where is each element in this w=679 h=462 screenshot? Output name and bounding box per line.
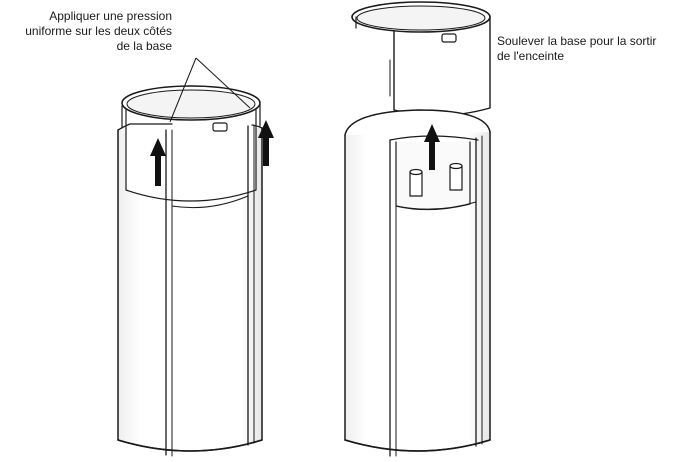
right-arrow-1 bbox=[424, 124, 440, 170]
left-shell-right-edge bbox=[251, 124, 263, 129]
right-annotation-line-1: Soulever la base pour la sortir bbox=[497, 34, 657, 48]
left-annotation-line-3: de la base bbox=[116, 39, 172, 53]
left-latch-tab bbox=[212, 122, 228, 132]
right-shell-bottom bbox=[344, 439, 491, 452]
left-leader-b bbox=[195, 57, 251, 109]
left-arrow-1 bbox=[150, 138, 166, 186]
right-annotation: Soulever la base pour la sortir de l'enc… bbox=[497, 34, 656, 64]
right-lifted-latch bbox=[441, 33, 457, 43]
left-arrow-2 bbox=[258, 120, 274, 166]
left-push-arrows bbox=[150, 120, 274, 186]
right-enclosure bbox=[344, 1, 491, 457]
left-base-rim-inner bbox=[126, 89, 256, 119]
left-annotation-line-2: uniforme sur les deux côtés bbox=[25, 24, 172, 38]
left-base-bottom bbox=[171, 195, 249, 209]
right-lifted-rim-inner bbox=[356, 5, 486, 31]
right-annotation-line-2: de l'enceinte bbox=[497, 49, 565, 63]
right-lift-arrows bbox=[424, 124, 440, 170]
left-enclosure bbox=[117, 85, 263, 457]
left-shell-bottom bbox=[117, 439, 263, 452]
left-annotation-line-1: Appliquer une pression bbox=[49, 9, 172, 23]
left-shell-left-edge bbox=[117, 123, 173, 131]
right-pipe-right bbox=[449, 165, 463, 191]
left-annotation: Appliquer une pression uniforme sur les … bbox=[25, 9, 172, 54]
left-leader-a bbox=[169, 57, 197, 123]
right-pipe-left bbox=[409, 171, 423, 197]
right-shell-top-back bbox=[344, 109, 491, 136]
right-cavity-bottom bbox=[395, 201, 477, 210]
left-leader-lines bbox=[169, 57, 251, 123]
